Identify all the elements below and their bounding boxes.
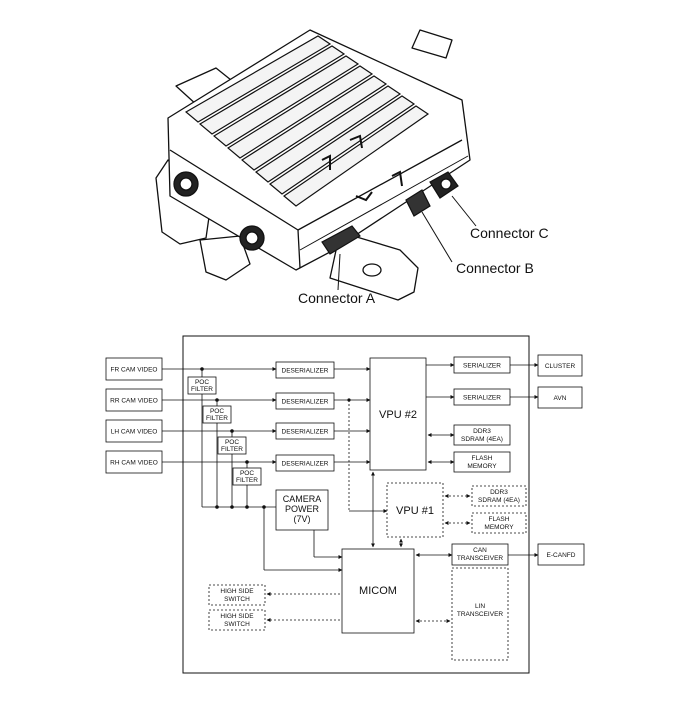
deserializer-2-label: DESERIALIZER [282, 399, 329, 406]
deserializer-3-label: DESERIALIZER [282, 429, 329, 436]
fr-cam-video-label: FR CAM VIDEO [111, 367, 158, 374]
ddr3-vpu2-line2: SDRAM (4EA) [461, 436, 503, 443]
camera-power-line2: POWER [285, 504, 320, 514]
connector-b-label: Connector B [456, 260, 534, 276]
connector-c-label: Connector C [470, 225, 549, 241]
ddr3-vpu1-line2: SDRAM (4EA) [478, 497, 520, 504]
ddr3-vpu1-box [471, 485, 527, 507]
camera-power-line1: CAMERA [283, 494, 322, 504]
connector-c-icon [429, 171, 459, 199]
high-side-switch-1-line2: SWITCH [224, 596, 250, 603]
ecu-boundary [182, 335, 530, 674]
rh-cam-video-label: RH CAM VIDEO [110, 460, 158, 467]
serializer-1-label: SERIALIZER [463, 363, 501, 370]
cluster-label: CLUSTER [545, 363, 576, 370]
deserializer-4-label: DESERIALIZER [282, 461, 329, 468]
ddr3-vpu1-line1: DDR3 [490, 489, 508, 496]
poc-filter-2-line1: POC [210, 408, 224, 415]
camera-power-line3: (7V) [293, 514, 310, 524]
vpu1-box [386, 482, 444, 538]
high-side-switch-1-line1: HIGH SIDE [220, 588, 254, 595]
flash-vpu1-line2: MEMORY [484, 524, 514, 531]
lin-transceiver-line2: TRANSCEIVER [457, 611, 504, 618]
serializer-2-label: SERIALIZER [463, 395, 501, 402]
leader-lines [337, 195, 477, 291]
lh-cam-video-label: LH CAM VIDEO [111, 429, 158, 436]
can-transceiver-line2: TRANSCEIVER [457, 555, 504, 562]
ecanfd-label: E-CANFD [547, 552, 576, 559]
flash-vpu1-box [471, 512, 527, 534]
poc-filter-4-line2: FILTER [236, 477, 258, 484]
poc-filter-3-line2: FILTER [221, 446, 243, 453]
vpu2-label: VPU #2 [379, 409, 417, 421]
vpu2-box [369, 357, 427, 471]
lin-transceiver-box [451, 567, 509, 661]
vpu1-label: VPU #1 [396, 505, 434, 517]
lin-transceiver-line1: LIN [475, 603, 485, 610]
high-side-switch-2-line2: SWITCH [224, 621, 250, 628]
micom-box [341, 548, 415, 634]
poc-power-bus [201, 369, 276, 508]
poc-filter-4-line1: POC [240, 470, 254, 477]
high-side-switch-2-box [208, 609, 266, 631]
high-side-switch-1-box [208, 584, 266, 606]
rr-cam-video-label: RR CAM VIDEO [110, 398, 158, 405]
micom-label: MICOM [359, 585, 397, 597]
ecu-corner-marks [321, 134, 403, 202]
high-side-switch-2-line1: HIGH SIDE [220, 613, 254, 620]
flash-vpu2-line2: MEMORY [467, 463, 497, 470]
poc-filter-3-line1: POC [225, 439, 239, 446]
can-transceiver-line1: CAN [473, 547, 487, 554]
avn-label: AVN [554, 395, 567, 402]
poc-filter-2-line2: FILTER [206, 415, 228, 422]
deserializer-1-label: DESERIALIZER [282, 368, 329, 375]
connector-a-icon [321, 225, 361, 255]
mounting-bolt-icon [173, 171, 265, 251]
poc-filter-1-line1: POC [195, 379, 209, 386]
poc-filter-1-line2: FILTER [191, 386, 213, 393]
camera-power-box [275, 489, 329, 531]
connector-b-icon [405, 189, 431, 217]
connector-a-label: Connector A [298, 290, 376, 306]
ecu-heatsink-fins [184, 35, 430, 207]
ddr3-vpu2-line1: DDR3 [473, 428, 491, 435]
vpu1-input-bus [348, 400, 388, 513]
flash-vpu1-line1: FLASH [489, 516, 510, 523]
flash-vpu2-line1: FLASH [472, 455, 493, 462]
